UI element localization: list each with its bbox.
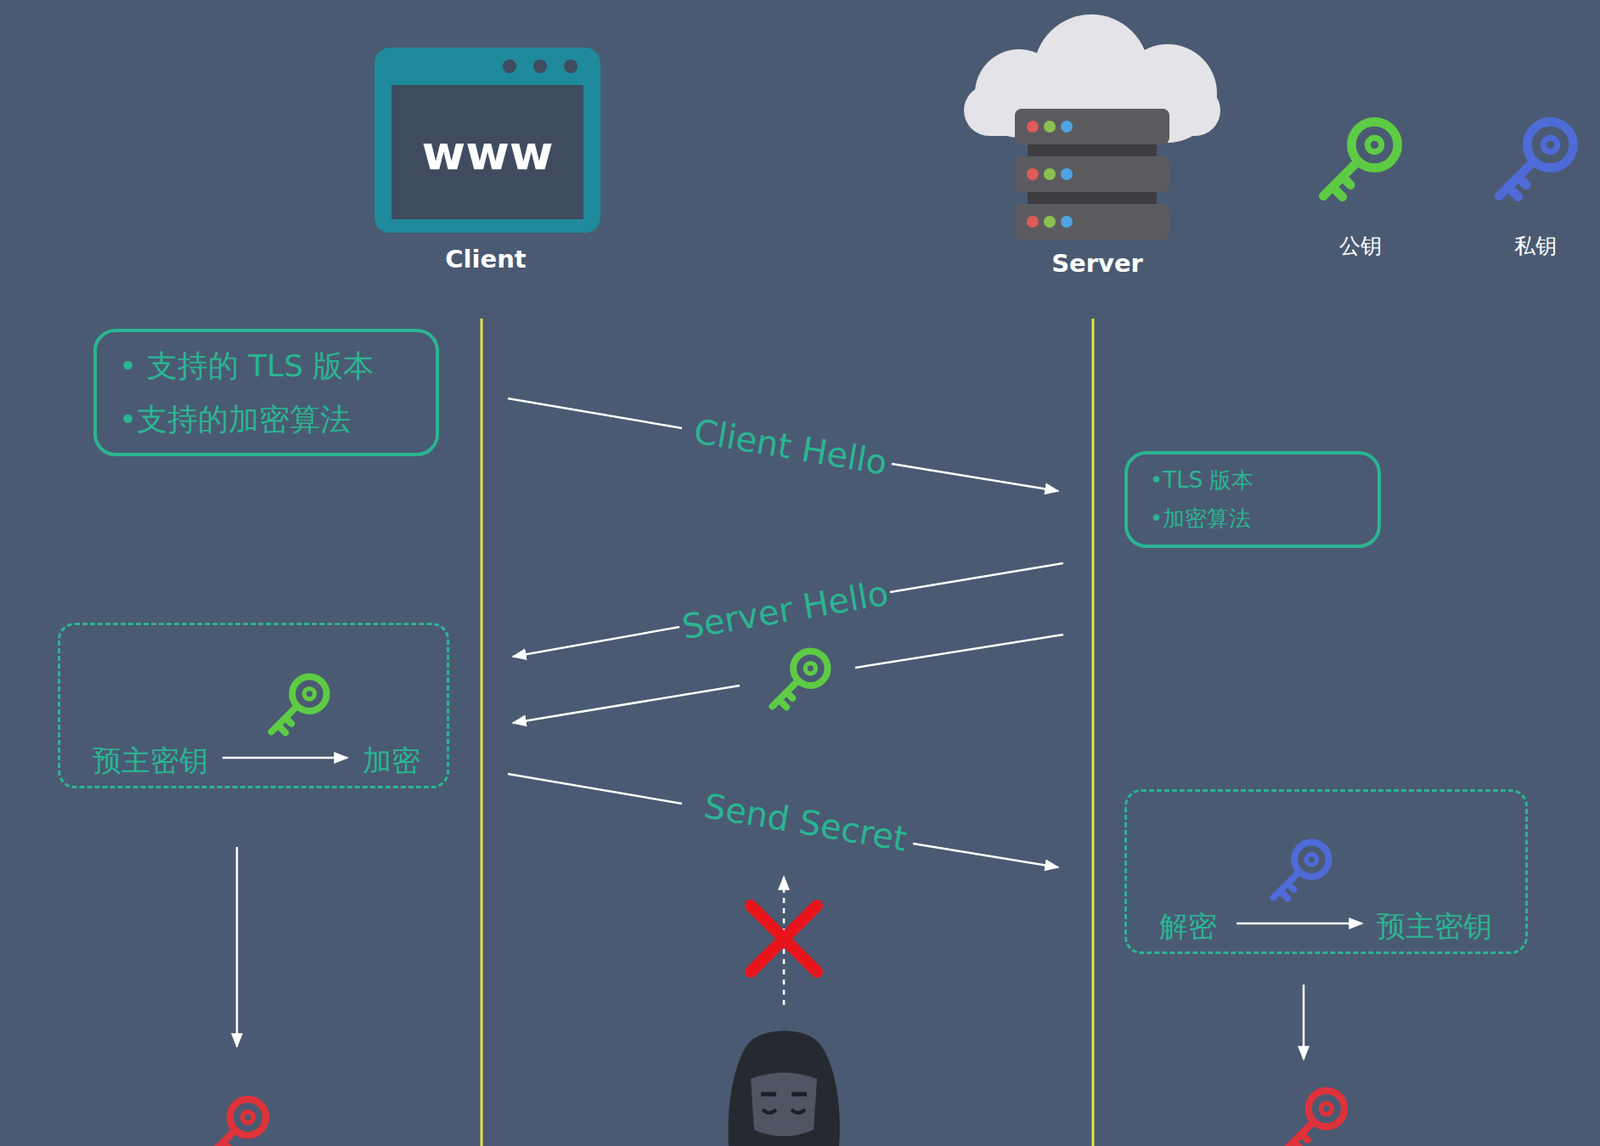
session-key-icon bbox=[208, 1098, 266, 1146]
icon-text: www bbox=[421, 126, 553, 180]
public-key-icon bbox=[771, 650, 828, 707]
legend-text: 私钥 bbox=[1514, 234, 1557, 259]
public-key-icon bbox=[1323, 121, 1398, 198]
actor-name: Client bbox=[445, 246, 526, 274]
dashed-box: 解密 预主密钥 bbox=[1124, 788, 1528, 954]
box-text: •加密算法 bbox=[1149, 505, 1356, 532]
rounded-box: • 支持的 TLS 版本 •支持的加密算法 bbox=[93, 328, 440, 457]
box-text: 预主密钥 bbox=[1376, 908, 1493, 944]
message-label: Server Hello bbox=[679, 574, 891, 646]
box-text: 加密 bbox=[362, 743, 421, 778]
box-text: •支持的加密算法 bbox=[118, 400, 414, 438]
session-key-icon bbox=[1286, 1090, 1345, 1146]
lifeline bbox=[1092, 318, 1095, 1146]
dashed-box: 预主密钥 加密 bbox=[57, 622, 450, 789]
browser-icon bbox=[374, 47, 601, 233]
box-text: • 支持的 TLS 版本 bbox=[118, 347, 414, 384]
box-text: 预主密钥 bbox=[92, 743, 209, 778]
message-label: Send Secret bbox=[701, 786, 910, 858]
rounded-box: •TLS 版本 •加密算法 bbox=[1124, 450, 1381, 548]
message-arrows bbox=[222, 398, 1363, 1060]
message-label: Client Hello bbox=[691, 411, 891, 482]
legend-text: 公钥 bbox=[1339, 234, 1382, 259]
blocked-mark bbox=[750, 905, 817, 972]
lifeline bbox=[480, 318, 484, 1146]
box-text: 解密 bbox=[1159, 908, 1217, 944]
private-key-icon bbox=[1273, 841, 1329, 898]
actor-name: Server bbox=[1051, 250, 1144, 278]
hacker-figure bbox=[727, 1030, 840, 1146]
box-text: •TLS 版本 bbox=[1149, 467, 1356, 494]
private-key-icon bbox=[1498, 121, 1573, 198]
server-cloud bbox=[963, 14, 1221, 240]
public-key-icon bbox=[270, 676, 327, 733]
